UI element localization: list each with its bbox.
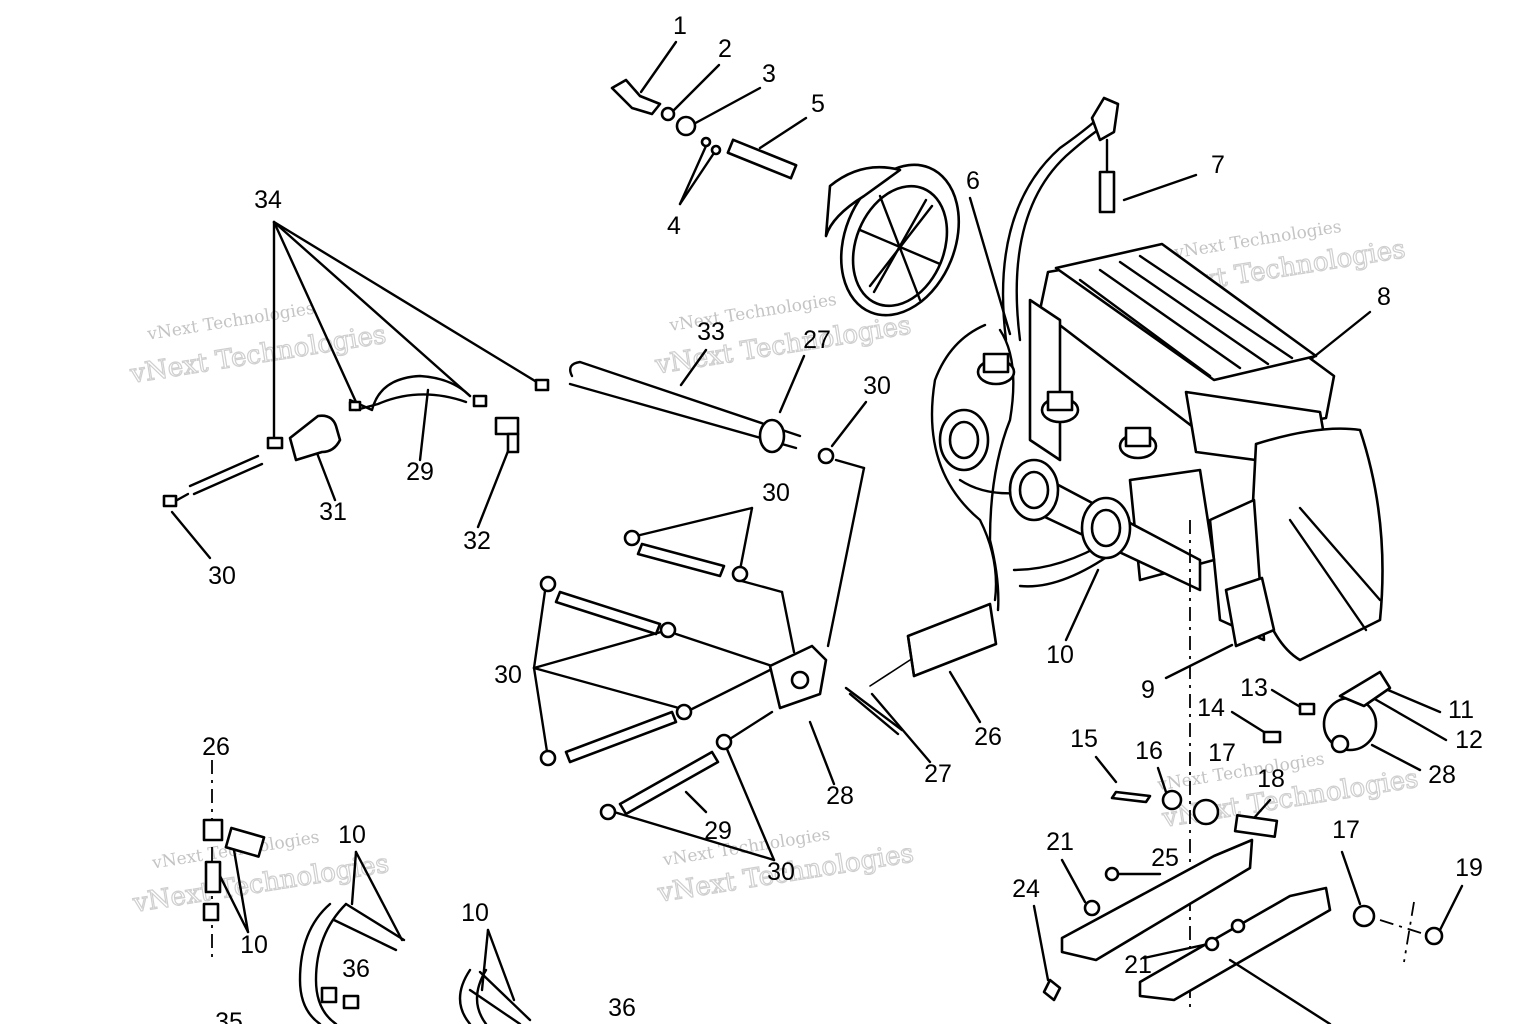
callout-25: 25 xyxy=(1151,844,1179,872)
callout-15: 15 xyxy=(1070,725,1098,753)
fittings-lower-left xyxy=(202,760,532,1024)
callout-4: 4 xyxy=(667,212,681,240)
callout-1: 1 xyxy=(673,12,687,40)
callout-36: 36 xyxy=(342,955,370,983)
callout-10: 10 xyxy=(240,931,268,959)
callout-11: 11 xyxy=(1448,696,1474,724)
callout-27: 27 xyxy=(803,326,831,354)
callout-6: 6 xyxy=(966,167,980,195)
callout-17: 17 xyxy=(1208,739,1236,767)
callout-18: 18 xyxy=(1257,765,1285,793)
callout-5: 5 xyxy=(811,90,825,118)
callout-7: 7 xyxy=(1211,151,1225,179)
callout-14: 14 xyxy=(1197,694,1225,722)
hose-group xyxy=(539,418,904,821)
callout-17: 17 xyxy=(1332,816,1360,844)
callout-10: 10 xyxy=(338,821,366,849)
callout-29: 29 xyxy=(406,458,434,486)
callout-32: 32 xyxy=(463,527,491,555)
callout-30: 30 xyxy=(762,479,790,507)
callout-28: 28 xyxy=(1428,761,1456,789)
callout-24: 24 xyxy=(1012,875,1040,903)
callout-3: 3 xyxy=(762,60,776,88)
engine-assembly xyxy=(938,96,1384,1010)
callout-30: 30 xyxy=(863,372,891,400)
callout-27: 27 xyxy=(924,760,952,788)
callout-21: 21 xyxy=(1124,951,1152,979)
callout-28: 28 xyxy=(826,782,854,810)
callout-30: 30 xyxy=(208,562,236,590)
callout-26: 26 xyxy=(974,723,1002,751)
callout-33: 33 xyxy=(697,318,725,346)
callout-19: 19 xyxy=(1455,854,1483,882)
callout-34: 34 xyxy=(254,186,282,214)
callout-21: 21 xyxy=(1046,828,1074,856)
callout-31: 31 xyxy=(319,498,347,526)
callout-26: 26 xyxy=(202,733,230,761)
callout-30: 30 xyxy=(767,858,795,886)
callout-13: 13 xyxy=(1240,674,1268,702)
callout-35: 35 xyxy=(215,1008,243,1024)
fuel-filter-group xyxy=(162,378,550,508)
callout-8: 8 xyxy=(1377,283,1391,311)
callout-29: 29 xyxy=(704,817,732,845)
callout-9: 9 xyxy=(1141,676,1155,704)
callout-10: 10 xyxy=(1046,641,1074,669)
fan-housing xyxy=(610,78,961,317)
callout-10: 10 xyxy=(461,899,489,927)
callout-16: 16 xyxy=(1135,737,1163,765)
callout-36: 36 xyxy=(608,994,636,1022)
callout-12: 12 xyxy=(1455,726,1483,754)
mount-brackets xyxy=(1042,670,1444,1024)
callout-2: 2 xyxy=(718,35,732,63)
callout-30: 30 xyxy=(494,661,522,689)
